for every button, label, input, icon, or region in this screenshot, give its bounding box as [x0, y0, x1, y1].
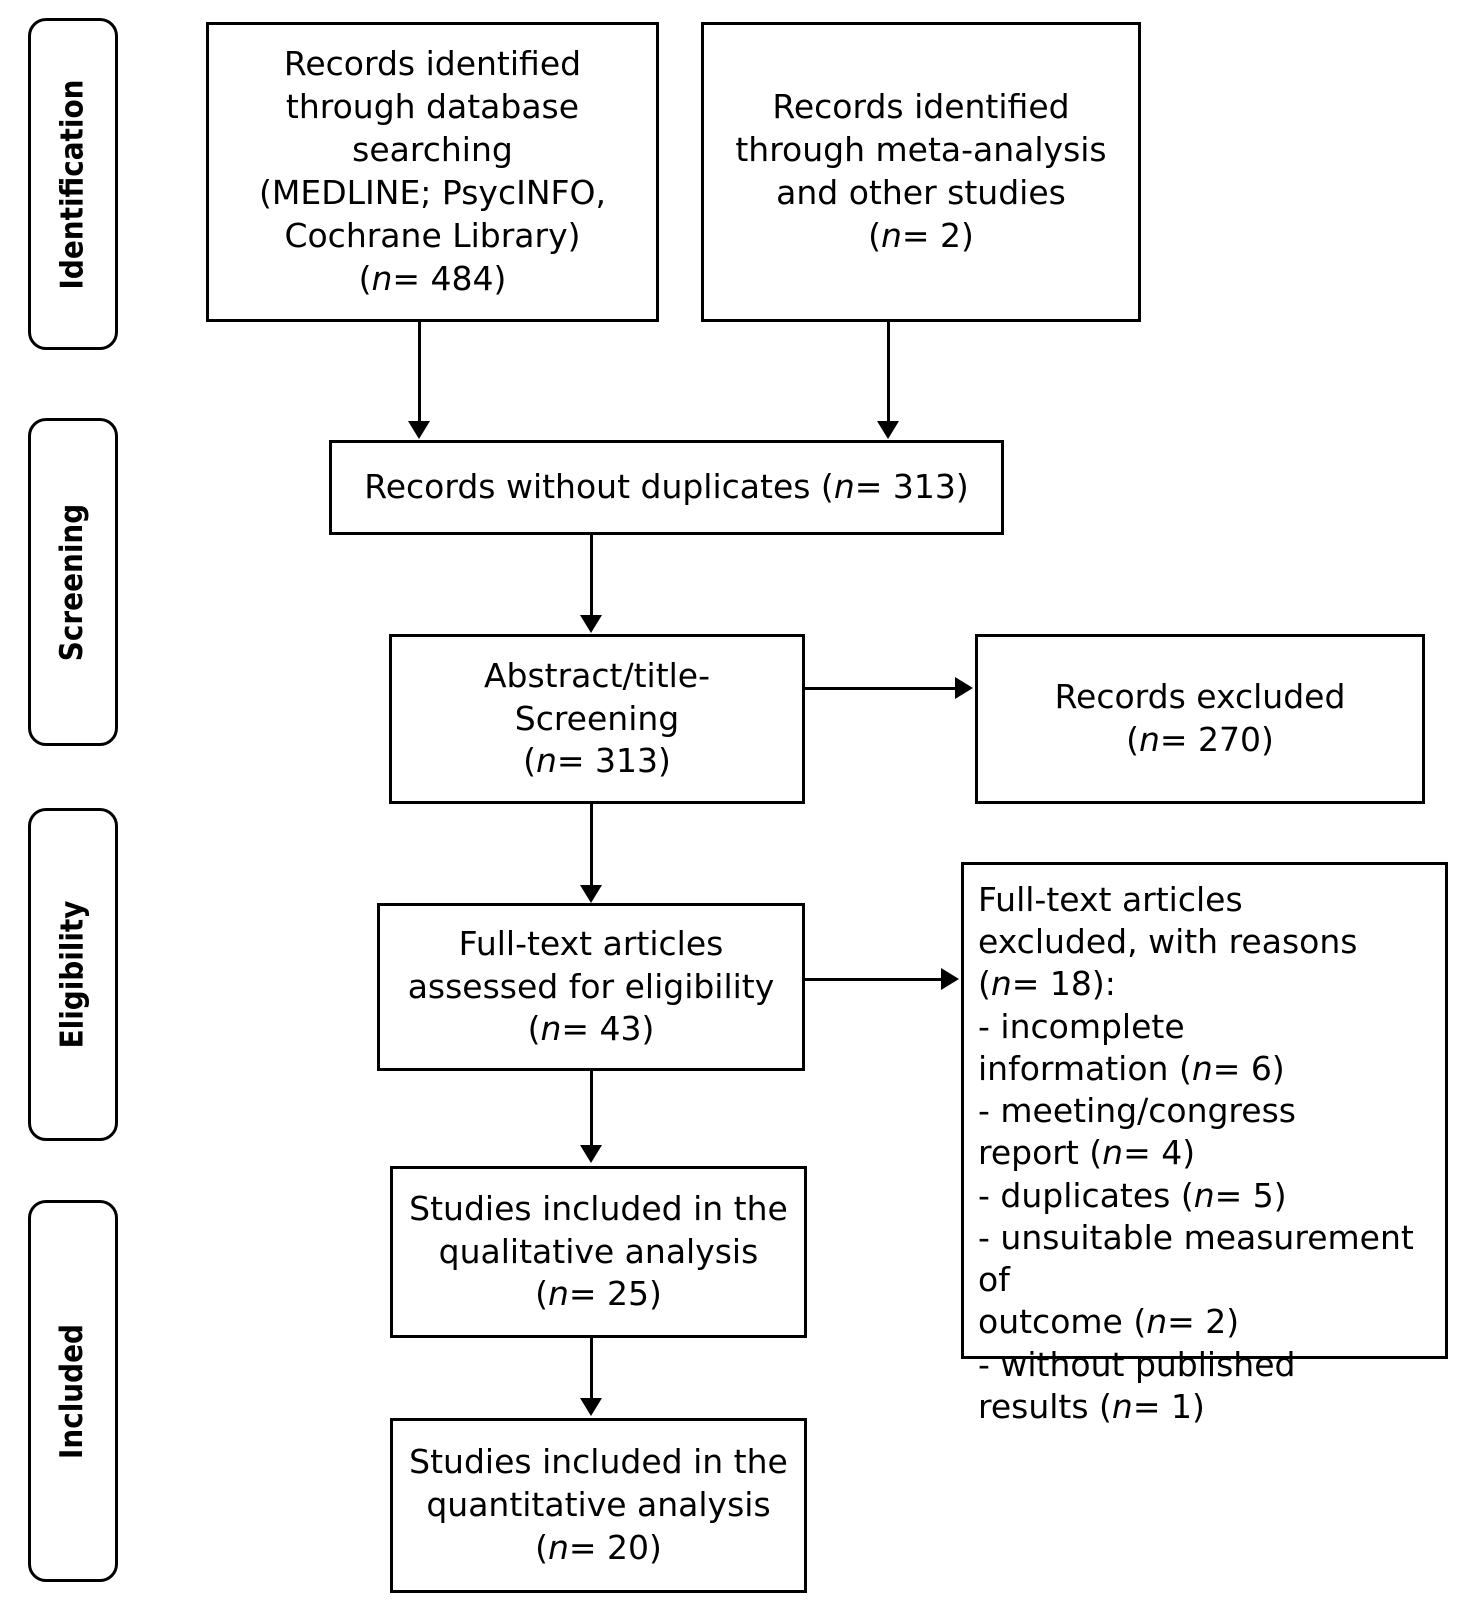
n-italic: n	[547, 1527, 569, 1567]
n-italic: n	[1191, 1048, 1213, 1088]
arrowhead-qualitative-to-quantitative	[580, 1398, 602, 1416]
box-records-database-searching: Records identified through database sear…	[206, 22, 659, 322]
reason-1-line-1: - incomplete	[978, 1006, 1185, 1046]
reason-5-line-1: - without published	[978, 1344, 1296, 1384]
stage-label-identification: Identification	[54, 79, 91, 289]
n-value: = 25)	[568, 1274, 662, 1314]
n-value: = 20)	[568, 1527, 662, 1567]
box-records-excluded: Records excluded (n= 270)	[975, 634, 1425, 804]
n-italic: n	[1102, 1133, 1124, 1173]
box-records-without-duplicates-body: Records without duplicates (	[364, 467, 834, 507]
box-fulltext-assessed-text: Full-text articles assessed for eligibil…	[408, 923, 775, 1052]
box-fulltext-assessed-body: Full-text articles assessed for eligibil…	[407, 923, 775, 1049]
n-italic: n	[1138, 720, 1160, 759]
box-qualitative-analysis-text: Studies included in the qualitative anal…	[409, 1188, 788, 1317]
box-records-without-duplicates-text: Records without duplicates (n= 313)	[364, 466, 969, 509]
reason-4-line-2-pre: outcome (	[978, 1302, 1147, 1342]
n-value: = 313)	[556, 741, 671, 781]
box-abstract-title-screening: Abstract/title- Screening (n= 313)	[389, 634, 805, 804]
n-italic: n	[833, 467, 855, 507]
reason-4-line-1: - unsuitable measurement of	[978, 1217, 1414, 1300]
arrowhead-fulltext-to-excluded-reasons	[941, 968, 959, 990]
connector-screening-to-excluded	[805, 687, 958, 690]
n-value: = 43)	[561, 1009, 655, 1049]
box-abstract-title-screening-text: Abstract/title- Screening (n= 313)	[484, 655, 710, 784]
arrowhead-duplicates-to-screening	[580, 615, 602, 633]
box-records-excluded-body: Records excluded (	[1054, 677, 1346, 759]
n-value: = 270)	[1159, 720, 1274, 759]
connector-database-to-duplicates	[418, 322, 421, 423]
stage-label-eligibility: Eligibility	[54, 900, 91, 1049]
n-italic: n	[371, 258, 393, 298]
reason-5-line-2-post: = 1)	[1132, 1386, 1205, 1426]
stage-eligibility: Eligibility	[28, 808, 118, 1141]
arrowhead-meta-to-duplicates	[877, 421, 899, 439]
n-value: = 484)	[392, 258, 507, 298]
reason-3-line-1-post: = 5)	[1214, 1175, 1287, 1215]
stage-label-included: Included	[54, 1323, 91, 1459]
connector-fulltext-to-excluded-reasons	[805, 978, 944, 981]
n-italic: n	[880, 215, 902, 255]
connector-qualitative-to-quantitative	[590, 1338, 593, 1400]
n-italic: n	[1193, 1175, 1215, 1215]
stage-screening: Screening	[28, 418, 118, 746]
reason-4-line-2-post: = 2)	[1167, 1302, 1240, 1342]
n-italic: n	[1146, 1302, 1168, 1342]
box-quantitative-analysis-body: Studies included in the quantitative ana…	[409, 1442, 788, 1567]
stage-included: Included	[28, 1200, 118, 1582]
excluded-line-1: Full-text articles	[978, 880, 1243, 919]
stage-identification: Identification	[28, 18, 118, 350]
n-italic: n	[547, 1274, 569, 1314]
connector-meta-to-duplicates	[887, 322, 890, 423]
n-value: = 2)	[901, 215, 974, 255]
arrowhead-database-to-duplicates	[408, 421, 430, 439]
arrowhead-fulltext-to-qualitative	[580, 1145, 602, 1163]
reason-2-line-1: - meeting/congress	[978, 1091, 1296, 1131]
box-records-meta-analysis: Records identified through meta-analysis…	[701, 22, 1141, 322]
box-qualitative-analysis: Studies included in the qualitative anal…	[390, 1166, 807, 1338]
reason-1-line-2-post: = 6)	[1212, 1048, 1285, 1088]
n-italic: n	[990, 964, 1012, 1004]
arrowhead-screening-to-excluded	[955, 677, 973, 699]
box-abstract-title-screening-body: Abstract/title- Screening (	[483, 655, 711, 781]
excluded-line-3-post: = 18):	[1011, 964, 1116, 1004]
box-qualitative-analysis-body: Studies included in the qualitative anal…	[409, 1188, 788, 1314]
box-records-database-searching-body: Records identified through database sear…	[259, 44, 606, 298]
box-records-meta-analysis-text: Records identified through meta-analysis…	[735, 86, 1106, 258]
n-italic: n	[535, 741, 557, 781]
n-italic: n	[1111, 1386, 1133, 1426]
n-italic: n	[540, 1009, 562, 1049]
reason-2-line-2-post: = 4)	[1123, 1133, 1196, 1173]
box-quantitative-analysis-text: Studies included in the quantitative ana…	[409, 1441, 788, 1570]
box-records-database-searching-text: Records identified through database sear…	[259, 43, 606, 300]
arrowhead-screening-to-fulltext	[580, 885, 602, 903]
connector-screening-to-fulltext	[590, 804, 593, 888]
excluded-line-2: excluded, with reasons	[978, 922, 1358, 962]
reason-1-line-2-pre: information (	[978, 1048, 1192, 1088]
box-records-excluded-text: Records excluded (n= 270)	[1055, 676, 1346, 762]
reason-5-line-2-pre: results (	[978, 1386, 1112, 1426]
box-records-meta-analysis-body: Records identified through meta-analysis…	[735, 87, 1107, 255]
box-records-without-duplicates: Records without duplicates (n= 313)	[329, 440, 1004, 535]
box-quantitative-analysis: Studies included in the quantitative ana…	[390, 1418, 807, 1593]
stage-label-screening: Screening	[54, 503, 91, 661]
connector-fulltext-to-qualitative	[590, 1071, 593, 1147]
n-value: = 313)	[854, 467, 969, 507]
connector-duplicates-to-screening	[590, 535, 593, 617]
excluded-line-3-pre: (	[978, 964, 991, 1004]
reason-2-line-2-pre: report (	[978, 1133, 1103, 1173]
reason-3-line-1: - duplicates (	[978, 1175, 1194, 1215]
box-fulltext-assessed: Full-text articles assessed for eligibil…	[377, 903, 805, 1071]
